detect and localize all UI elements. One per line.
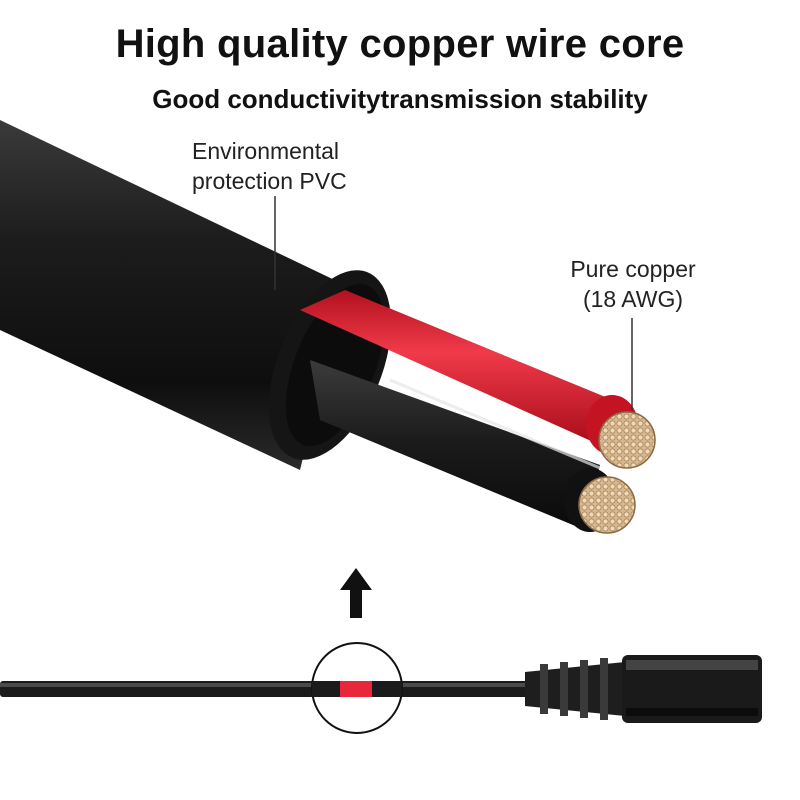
subheadline: Good conductivitytransmission stability bbox=[152, 84, 648, 114]
pvc-label: Environmental protection PVC bbox=[192, 136, 347, 196]
copper-label-line2: (18 AWG) bbox=[582, 286, 684, 312]
pvc-label-line1: Environmental bbox=[192, 138, 340, 164]
copper-label: Pure copper (18 AWG) bbox=[548, 254, 718, 314]
dc-connector bbox=[525, 655, 762, 723]
black-wire bbox=[310, 360, 636, 534]
headline: High quality copper wire core bbox=[115, 22, 685, 66]
up-arrow-icon bbox=[340, 568, 372, 618]
pvc-label-line2: protection PVC bbox=[192, 168, 347, 194]
dc-cable bbox=[0, 655, 762, 723]
copper-label-line1: Pure copper bbox=[570, 256, 696, 282]
magnifier-circle-icon bbox=[311, 642, 403, 734]
copper-core-black bbox=[578, 476, 636, 534]
red-wire bbox=[300, 290, 656, 469]
copper-core-red bbox=[598, 411, 656, 469]
